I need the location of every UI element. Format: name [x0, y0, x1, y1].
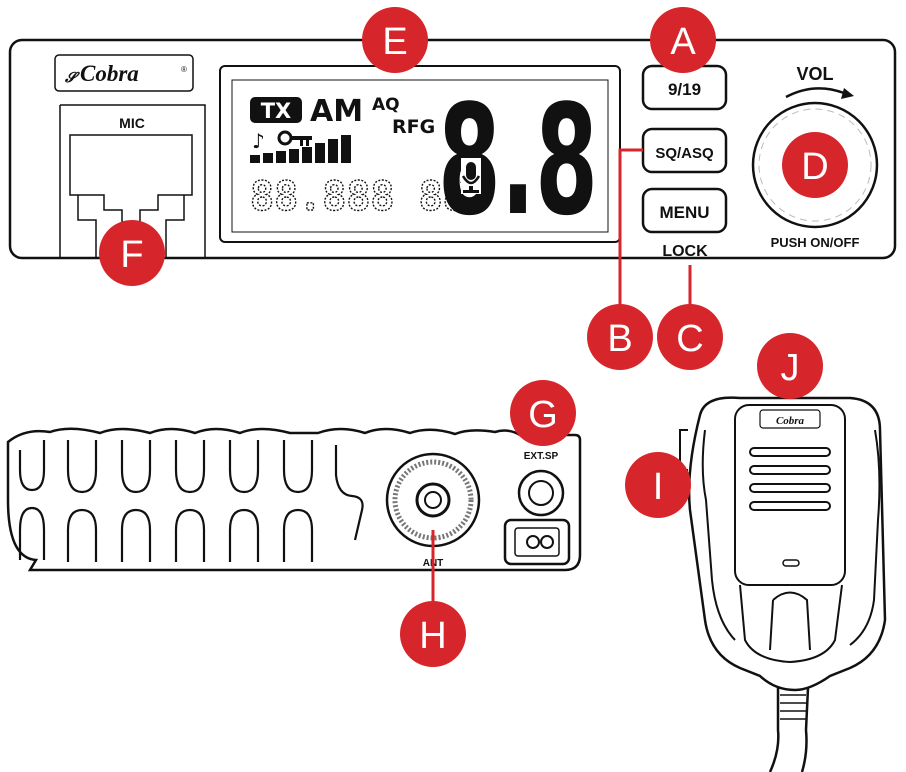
svg-text:J: J: [781, 347, 800, 389]
svg-text:A: A: [670, 21, 696, 63]
svg-text:Cobra: Cobra: [80, 61, 139, 86]
menu-button[interactable]: MENU: [641, 187, 728, 234]
hand-microphone: Cobra: [679, 396, 887, 772]
svg-text:TX: TX: [261, 99, 292, 123]
svg-text:D: D: [801, 146, 828, 188]
callout-j: J: [757, 333, 823, 399]
callout-g: G: [510, 380, 576, 446]
mic-jack: MIC: [59, 104, 206, 258]
push-on-off-label: PUSH ON/OFF: [771, 235, 860, 250]
rfg-indicator: RFG: [392, 116, 435, 138]
svg-text:Cobra: Cobra: [776, 415, 805, 427]
heatsink-fins: [18, 440, 364, 562]
callout-d: D: [782, 132, 848, 198]
speaker-grille: [749, 447, 831, 511]
svg-text:H: H: [419, 615, 446, 657]
mic-label: MIC: [119, 115, 145, 131]
key-lock-icon: [277, 130, 312, 146]
aq-indicator: AQ: [372, 95, 400, 115]
callout-f: F: [99, 220, 165, 286]
callout-b: B: [587, 304, 653, 370]
lcd-display: TX AM AQ RFG ♪: [219, 65, 621, 249]
svg-text:C: C: [676, 318, 703, 360]
sq-asq-button[interactable]: SQ/ASQ: [641, 127, 728, 174]
mic-cord: [768, 687, 810, 772]
svg-text:MENU: MENU: [659, 203, 709, 222]
callout-h: H: [400, 601, 466, 667]
callout-c: C: [657, 304, 723, 370]
ch-9-19-button[interactable]: 9/19: [641, 64, 728, 111]
vol-label: VOL: [796, 64, 833, 84]
am-mode-indicator: AM: [310, 94, 363, 129]
svg-text:F: F: [120, 234, 143, 276]
callout-e: E: [362, 7, 428, 73]
cobra-logo: 𝓢 Cobra ®: [54, 54, 194, 92]
music-note-icon: ♪: [252, 129, 265, 153]
svg-text:9/19: 9/19: [668, 80, 701, 99]
signal-meter: [250, 135, 351, 163]
svg-text:SQ/ASQ: SQ/ASQ: [655, 145, 714, 162]
svg-text:B: B: [607, 318, 632, 360]
svg-text:®: ®: [181, 65, 187, 74]
lock-label: LOCK: [662, 243, 708, 260]
ext-sp-label: EXT.SP: [524, 451, 559, 462]
callout-b-leader: [618, 148, 643, 305]
tx-indicator: [250, 97, 302, 123]
callout-a: A: [650, 7, 716, 73]
heatsink-outline: [6, 427, 582, 572]
mic-cobra-logo: [759, 409, 821, 429]
power-connector: [503, 518, 571, 566]
radio-front-panel: 𝓢 Cobra ® MIC TX AM AQ RFG ♪: [8, 38, 897, 260]
svg-text:G: G: [528, 394, 558, 436]
svg-text:E: E: [382, 21, 407, 63]
callout-i: I: [625, 452, 691, 518]
frequency-segments: 88.888 88: [250, 174, 467, 220]
radio-rear-panel: ANT EXT.SP: [6, 427, 582, 605]
microphone-icon: [461, 158, 481, 194]
svg-text:I: I: [653, 466, 664, 508]
ext-speaker-jack: EXT.SP: [517, 451, 565, 517]
